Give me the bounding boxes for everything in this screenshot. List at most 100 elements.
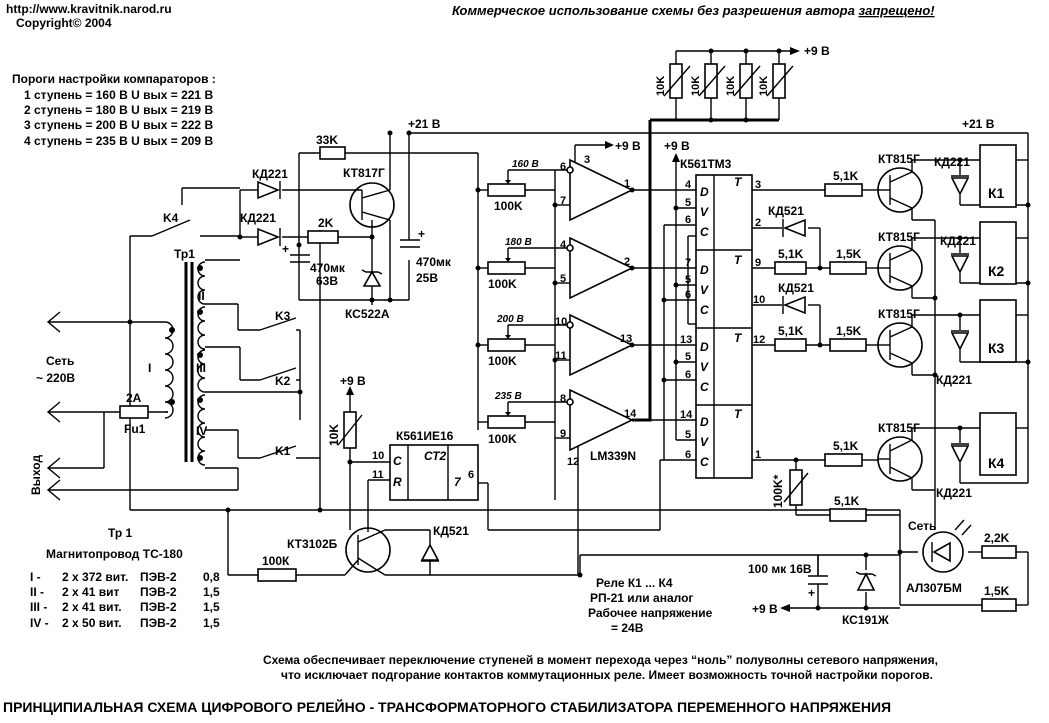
r51k-label: 5,1K bbox=[834, 494, 860, 508]
winding-wire: ПЭВ-2 bbox=[140, 616, 177, 630]
pin-6: 6 bbox=[468, 469, 474, 481]
pin-c: C bbox=[393, 454, 402, 468]
winding-dia: 1,5 bbox=[203, 585, 220, 599]
mains-voltage: ~ 220В bbox=[36, 371, 75, 385]
svg-text:12: 12 bbox=[567, 456, 579, 468]
winding-3-label: III bbox=[196, 361, 206, 375]
winding-wire: ПЭВ-2 bbox=[140, 570, 177, 584]
kd521-label: КД521 bbox=[768, 204, 804, 218]
svg-text:2: 2 bbox=[755, 217, 761, 229]
svg-text:5: 5 bbox=[560, 273, 566, 285]
power-supply: 33K КД221 КД221 2K КТ817Г + 470мк 63В + … bbox=[240, 133, 452, 321]
mains-label: Сеть bbox=[46, 354, 74, 368]
relay-note-line: Рабочее напряжение bbox=[588, 606, 713, 620]
v9-bottom-label: +9 В bbox=[752, 602, 778, 616]
r51k-label: 5,1K bbox=[833, 169, 859, 183]
svg-text:1: 1 bbox=[624, 178, 630, 190]
counter-and-sync: К561ИЕ16 СТ2 C R 7 10 11 6 10K +9 В КТ31… bbox=[257, 374, 479, 582]
pin-c: C bbox=[700, 455, 709, 469]
diagram-title: ПРИНЦИПИАЛЬНАЯ СХЕМА ЦИФРОВОГО РЕЛЕЙНО -… bbox=[3, 698, 891, 715]
k1-label: K1 bbox=[275, 444, 291, 458]
led-part: АЛ307БМ bbox=[906, 581, 962, 595]
c2-label: 470мк bbox=[416, 255, 452, 269]
svg-text:9: 9 bbox=[560, 428, 566, 440]
driver-stage: 5,1K 5,1K 5,1K 5,1K 5,1K 1,5K 1,5K КД521… bbox=[768, 144, 1028, 522]
relay-k1: К1 bbox=[988, 185, 1005, 201]
svg-text:5: 5 bbox=[685, 429, 691, 441]
winding-turns: 2 x 41 вит. bbox=[62, 600, 122, 614]
plus-icon: + bbox=[282, 242, 289, 256]
relay-note-line: = 24В bbox=[611, 621, 644, 635]
r10k-label: 10K bbox=[725, 76, 737, 96]
svg-text:2: 2 bbox=[624, 256, 630, 268]
pin-t: T bbox=[734, 407, 743, 421]
threshold-pots: 160 В 180 В 200 В 235 В 100K 100K 100K 1… bbox=[487, 159, 539, 446]
threshold-row: 4 ступень = 235 В U вых = 209 В bbox=[24, 134, 213, 148]
relay-note: Реле К1 ... К4 РП-21 или аналог Рабочее … bbox=[588, 576, 713, 635]
pin-t: T bbox=[734, 253, 743, 267]
pin-c: C bbox=[700, 225, 709, 239]
kd221-label: КД221 bbox=[936, 486, 972, 500]
threshold-row: 1 ступень = 160 В U вых = 221 В bbox=[24, 88, 213, 102]
winding-turns: 2 x 372 вит. bbox=[62, 570, 128, 584]
kt3102-label: КТ3102Б bbox=[287, 537, 338, 551]
v9-ie-label: +9 В bbox=[340, 374, 366, 388]
winding-4-label: IV bbox=[196, 424, 207, 438]
ie16-label: К561ИЕ16 bbox=[396, 429, 454, 443]
pot-label: 100K bbox=[494, 199, 523, 213]
r51k-label: 5,1K bbox=[833, 439, 859, 453]
svg-text:5: 5 bbox=[685, 197, 691, 209]
winding-wire: ПЭВ-2 bbox=[140, 585, 177, 599]
r15k-label: 1,5K bbox=[836, 324, 862, 338]
header-warning: Коммерческое использование схемы без раз… bbox=[452, 3, 935, 18]
svg-text:4: 4 bbox=[685, 179, 692, 191]
svg-text:4: 4 bbox=[560, 239, 567, 251]
winding-2-label: II bbox=[198, 289, 205, 303]
lm339-label: LM339N bbox=[590, 449, 636, 463]
r33k-label: 33K bbox=[316, 133, 338, 147]
transformer: Тр1 I II III IV K3 K2 K1 K4 2A Fu1 bbox=[29, 211, 297, 501]
v9-cmp-label: +9 В bbox=[615, 139, 641, 153]
winding-dia: 0,8 bbox=[203, 570, 220, 584]
header-copyright: Copyright© 2004 bbox=[16, 16, 112, 30]
kt815-label: КТ815Г bbox=[878, 421, 920, 435]
fuse-label: Fu1 bbox=[124, 422, 146, 436]
svg-text:8: 8 bbox=[560, 393, 566, 405]
spec-core: Магнитопровод ТС-180 bbox=[46, 547, 183, 561]
winding-dia: 1,5 bbox=[203, 600, 220, 614]
pin-d: D bbox=[700, 185, 709, 199]
svg-text:10: 10 bbox=[753, 294, 765, 306]
description-line-1: Схема обеспечивает переключение ступеней… bbox=[263, 653, 938, 667]
kd221-label: КД221 bbox=[936, 373, 972, 387]
description-line-2: что исключает подгорание контактов комму… bbox=[281, 668, 933, 682]
svg-text:14: 14 bbox=[624, 408, 637, 420]
relay-k4: К4 bbox=[988, 455, 1005, 471]
pin-v: V bbox=[700, 205, 709, 219]
kt815-label: КТ815Г bbox=[878, 152, 920, 166]
pin-v: V bbox=[700, 360, 709, 374]
ct2-label: СТ2 bbox=[424, 449, 447, 463]
r10k-ie-label: 10K bbox=[327, 424, 341, 446]
kt815-label: КТ815Г bbox=[878, 230, 920, 244]
led-label: Сеть bbox=[908, 519, 936, 533]
r2k-label: 2K bbox=[318, 216, 334, 230]
svg-text:7: 7 bbox=[560, 195, 566, 207]
fuse-value: 2A bbox=[126, 391, 142, 405]
transformer-spec: Тр 1 Магнитопровод ТС-180 I - 2 x 372 ви… bbox=[30, 526, 220, 630]
k4-label: K4 bbox=[163, 211, 179, 225]
relay-k2: К2 bbox=[988, 263, 1005, 279]
relay-note-line: Реле К1 ... К4 bbox=[596, 576, 673, 590]
svg-text:13: 13 bbox=[620, 333, 632, 345]
winding-id: II - bbox=[30, 585, 44, 599]
r51k-label: 5,1K bbox=[778, 247, 804, 261]
pin-7: 7 bbox=[454, 475, 462, 489]
pin-v: V bbox=[700, 435, 709, 449]
svg-text:11: 11 bbox=[555, 350, 567, 362]
k2-label: K2 bbox=[275, 374, 291, 388]
v9-tm-label: +9 В bbox=[664, 139, 690, 153]
svg-text:5: 5 bbox=[685, 274, 691, 286]
k3-label: K3 bbox=[275, 309, 291, 323]
svg-text:13: 13 bbox=[680, 334, 692, 346]
svg-text:3: 3 bbox=[584, 154, 590, 166]
winding-dia: 1,5 bbox=[203, 616, 220, 630]
